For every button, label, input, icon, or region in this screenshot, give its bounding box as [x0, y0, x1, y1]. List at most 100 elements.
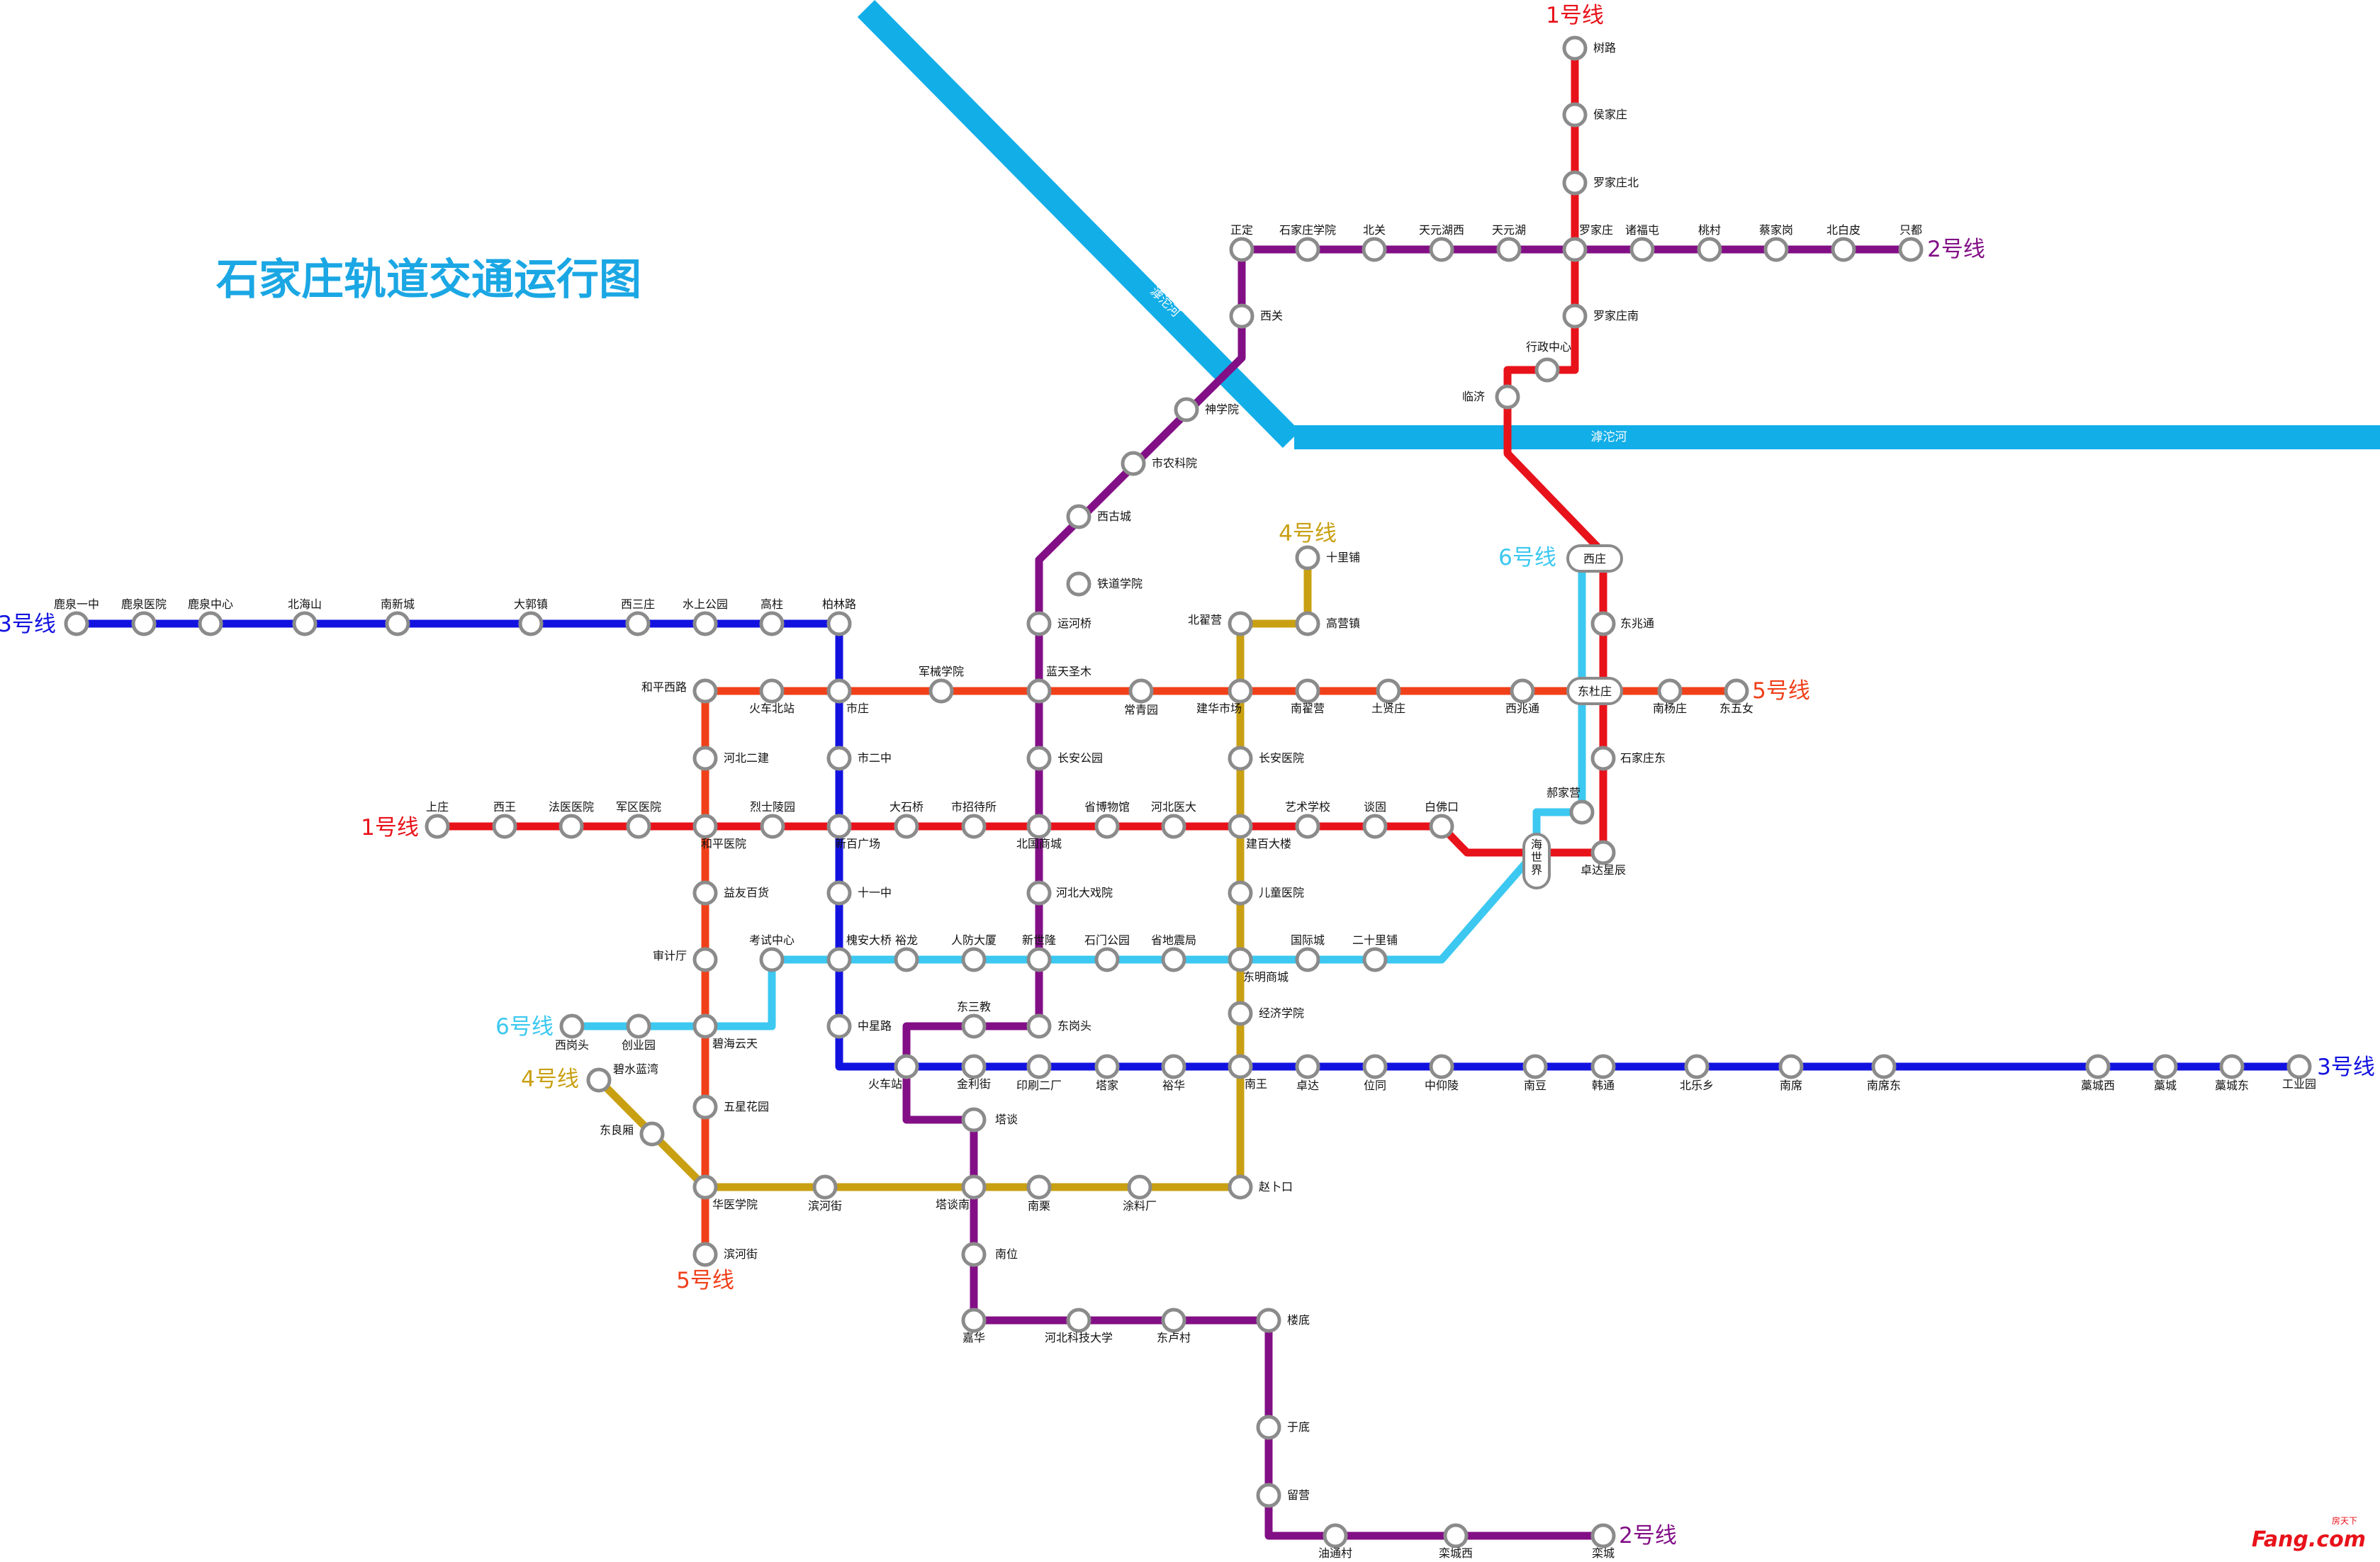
- station-marker-gaochengdong[interactable]: [2219, 1054, 2245, 1079]
- station-marker-yudi[interactable]: [1256, 1415, 1281, 1440]
- station-marker-dashiqiao[interactable]: [894, 814, 919, 839]
- station-marker-shiyizhong[interactable]: [826, 880, 852, 906]
- station-marker-lieshilingyuan[interactable]: [760, 814, 785, 839]
- station-marker-weitong[interactable]: [1362, 1054, 1388, 1079]
- station-marker-jinlijie[interactable]: [961, 1054, 987, 1079]
- station-marker-xinbaiguangchang[interactable]: [826, 814, 852, 839]
- station-marker-nanxincheng[interactable]: [385, 611, 410, 636]
- station-marker-tgh[interactable]: [1496, 237, 1522, 262]
- station-marker-xisanzhuang[interactable]: [625, 611, 651, 636]
- station-marker-xinshilong[interactable]: [1026, 947, 1052, 972]
- station-marker-gaoyingzhen[interactable]: [1295, 611, 1320, 636]
- station-marker-jiahua[interactable]: [961, 1308, 987, 1333]
- station-marker-binhejie[interactable]: [812, 1174, 838, 1200]
- station-marker-gaozhu[interactable]: [759, 611, 785, 636]
- station-marker-tatannan[interactable]: [961, 1174, 987, 1200]
- station-marker-haojiaying[interactable]: [1569, 799, 1595, 825]
- station-marker-hepingxilu[interactable]: [692, 678, 718, 704]
- station-marker-xigangtou[interactable]: [559, 1013, 585, 1039]
- station-marker-renfangdasha[interactable]: [961, 947, 987, 972]
- station-marker-tgh-xi[interactable]: [1429, 237, 1454, 262]
- station-marker-youtongcun[interactable]: [1323, 1523, 1348, 1549]
- station-marker-shenxueyuan[interactable]: [1174, 397, 1199, 422]
- station-marker-xingzhengzhongxin[interactable]: [1534, 357, 1560, 383]
- station-marker-nanwei[interactable]: [961, 1242, 987, 1267]
- station-marker-xiguchen[interactable]: [1066, 504, 1091, 529]
- station-marker-luquanzhongxin[interactable]: [198, 611, 223, 636]
- station-marker-hbershijian[interactable]: [692, 746, 718, 771]
- station-marker-beilexiang[interactable]: [1684, 1054, 1710, 1079]
- station-marker-tuxianzhuang[interactable]: [1376, 678, 1401, 704]
- station-marker-yunhebridge[interactable]: [1026, 611, 1052, 636]
- station-marker-tiedaoxueyuan[interactable]: [1066, 571, 1091, 597]
- station-marker-bolinlu[interactable]: [826, 611, 852, 636]
- station-marker-daguozhen[interactable]: [518, 611, 544, 636]
- station-marker-shilipu[interactable]: [1295, 545, 1320, 571]
- station-marker-ershilipu[interactable]: [1362, 947, 1388, 972]
- station-marker-jianhuashichang[interactable]: [1228, 678, 1253, 704]
- station-marker-shuishanggongyuan[interactable]: [692, 611, 718, 636]
- station-marker-shizhaodaisuo[interactable]: [961, 814, 987, 839]
- station-marker-dongzhaotong[interactable]: [1590, 611, 1616, 636]
- station-marker-binhejie2[interactable]: [692, 1242, 718, 1267]
- station-marker-shinongkeyuan[interactable]: [1121, 451, 1146, 476]
- station-marker-tajia[interactable]: [1094, 1054, 1120, 1079]
- station-marker-hantong[interactable]: [1590, 1054, 1616, 1079]
- station-marker-guojicheng[interactable]: [1295, 947, 1320, 972]
- station-marker-zhengding[interactable]: [1229, 237, 1254, 262]
- station-marker-zhongyangling[interactable]: [1429, 1054, 1454, 1079]
- station-marker-sjzxueyuan[interactable]: [1295, 237, 1320, 262]
- station-marker-haishijie[interactable]: [1522, 833, 1551, 889]
- station-marker-bihaiyuntian[interactable]: [692, 1013, 718, 1039]
- station-marker-yishuxuexiao[interactable]: [1295, 814, 1320, 839]
- station-marker-luquanyiyuan[interactable]: [131, 611, 157, 636]
- station-marker-nandou[interactable]: [1522, 1054, 1548, 1079]
- station-marker-huayixueyuan[interactable]: [692, 1174, 718, 1200]
- station-marker-yiyoubaihuo[interactable]: [692, 880, 718, 906]
- station-marker-donggangtou[interactable]: [1026, 1013, 1052, 1039]
- station-marker-beiguan[interactable]: [1362, 237, 1387, 262]
- station-marker-chuangyeyuan[interactable]: [626, 1013, 651, 1039]
- station-marker-loudi[interactable]: [1256, 1308, 1281, 1333]
- station-marker-xiwang[interactable]: [492, 814, 517, 839]
- station-marker-zhuodaxingchen[interactable]: [1590, 840, 1616, 865]
- station-marker-hepingyiyuan[interactable]: [692, 814, 718, 839]
- station-marker-huochebeizhan[interactable]: [759, 678, 785, 704]
- station-marker-zhongxinglu[interactable]: [826, 1013, 852, 1039]
- station-marker-xiguan[interactable]: [1229, 303, 1254, 329]
- station-marker-shengbowuguan[interactable]: [1094, 814, 1120, 839]
- station-marker-dongduzhuang[interactable]: [1566, 677, 1623, 705]
- station-marker-lantianshengmu[interactable]: [1026, 678, 1052, 704]
- station-marker-zhaobukou[interactable]: [1228, 1174, 1253, 1200]
- station-marker-zhidu[interactable]: [1898, 237, 1924, 262]
- station-marker-shierzhong[interactable]: [826, 746, 852, 771]
- station-marker-jianbaidalou[interactable]: [1228, 814, 1253, 839]
- station-marker-shimengongyuan[interactable]: [1094, 947, 1120, 972]
- station-marker-dongwunv[interactable]: [1724, 678, 1749, 704]
- station-marker-changqingyuan[interactable]: [1128, 678, 1154, 704]
- station-marker-luancheng[interactable]: [1590, 1523, 1616, 1549]
- station-marker-donghucun[interactable]: [1161, 1308, 1186, 1333]
- station-marker-shijiazhuangdong[interactable]: [1590, 746, 1616, 771]
- station-marker-luojiazhuangbei[interactable]: [1562, 170, 1588, 196]
- station-marker-nanyangzhuang[interactable]: [1657, 678, 1683, 704]
- station-marker-bishuilanwan[interactable]: [586, 1067, 612, 1093]
- station-marker-zhuoda[interactable]: [1295, 1054, 1320, 1079]
- station-marker-dongsanjiao[interactable]: [961, 1013, 987, 1039]
- station-marker-nanzhaiying[interactable]: [1295, 678, 1320, 704]
- station-marker-beiguoshangcheng[interactable]: [1026, 814, 1052, 839]
- station-marker-gaocheng[interactable]: [2152, 1054, 2178, 1079]
- station-marker-houjiazhuang[interactable]: [1562, 102, 1588, 128]
- station-marker-liuying[interactable]: [1256, 1483, 1281, 1508]
- station-marker-luanchengxi[interactable]: [1443, 1523, 1469, 1549]
- station-marker-yulong[interactable]: [894, 947, 919, 972]
- station-marker-shizhuang[interactable]: [826, 678, 852, 704]
- station-marker-hbkejidaxue[interactable]: [1066, 1308, 1091, 1333]
- station-marker-caijiagang[interactable]: [1763, 237, 1789, 262]
- station-marker-hbyida[interactable]: [1161, 814, 1186, 839]
- station-marker-kaoshizhongxin[interactable]: [759, 947, 785, 972]
- station-marker-linji[interactable]: [1495, 384, 1520, 410]
- station-marker-fayiyuan[interactable]: [558, 814, 584, 839]
- station-marker-hbdaxiyuan[interactable]: [1026, 880, 1052, 906]
- station-marker-dongmingshangcheng[interactable]: [1228, 947, 1253, 972]
